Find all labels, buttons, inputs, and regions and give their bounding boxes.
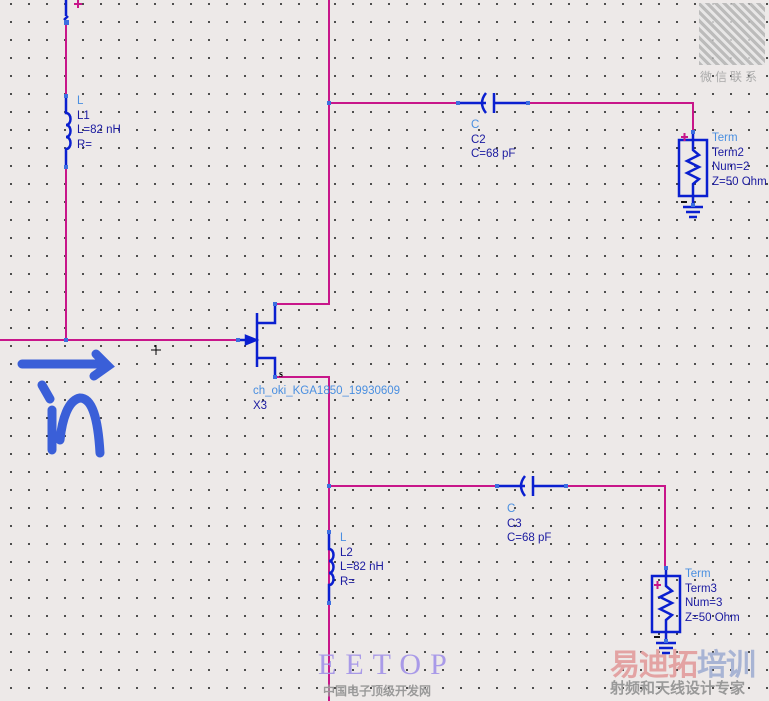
pins — [64, 20, 695, 643]
plus-icon — [74, 0, 82, 8]
capacitor-C2 — [458, 92, 528, 114]
capacitor-C3 — [497, 475, 566, 497]
eetop-subtitle: 中国电子顶级开发网 — [323, 684, 432, 698]
inductor-L1 — [64, 96, 72, 167]
qr-caption: 微信联系 — [700, 70, 761, 84]
eetop-watermark: EETOP — [318, 648, 456, 681]
label-Term3: Term Term3 Num=3 Z=50 Ohm — [685, 568, 740, 624]
wire-input — [0, 22, 240, 341]
brand-watermark: 易迪拓培训 — [610, 649, 756, 682]
label-C3: C C3 C=68 pF — [507, 503, 552, 544]
label-L2: L L2 L=82 nH R= — [340, 532, 384, 588]
label-C2: C C2 C=68 pF — [471, 119, 516, 160]
source-pin-label: s — [279, 369, 283, 380]
handwritten-in-annotation — [17, 349, 115, 458]
source-symbol — [63, 0, 69, 21]
gate-arrow-icon — [244, 334, 260, 346]
wires — [0, 0, 694, 701]
inductor-L2 — [327, 532, 335, 603]
label-X3: ch_oki_KGA1850_19930609 X3 — [253, 385, 401, 412]
brand-subtitle: 射频和天线设计专家 — [610, 680, 746, 697]
label-Term2: Term Term2 Num=2 Z=50 Ohm — [712, 132, 767, 188]
cursor-crosshair-icon — [151, 345, 161, 355]
label-L1: L L1 L=82 nH R= — [77, 95, 121, 151]
qr-code — [699, 3, 765, 65]
